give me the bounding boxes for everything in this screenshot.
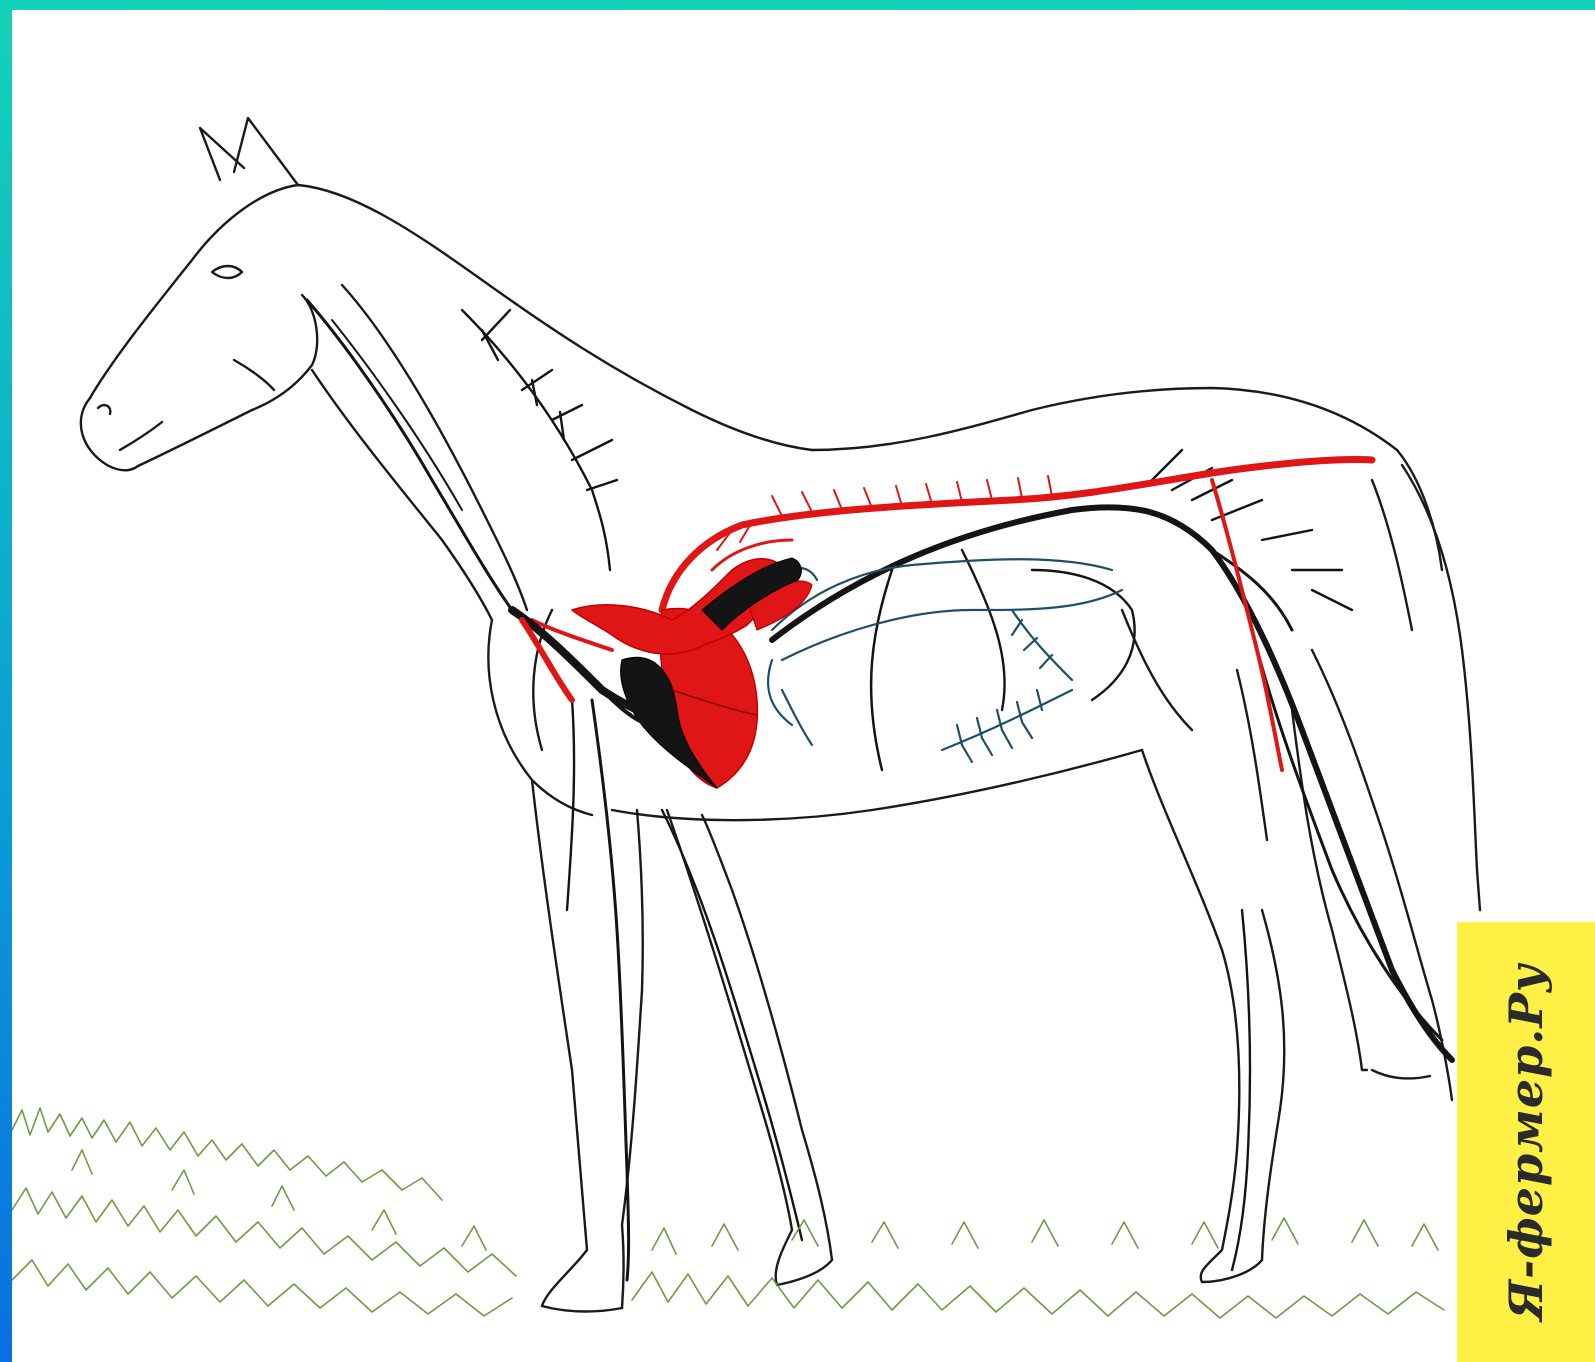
portal-vessels bbox=[768, 559, 1122, 762]
horse-circulatory-diagram bbox=[12, 10, 1595, 1362]
veins bbox=[307, 300, 1452, 1280]
diagram-canvas: Я-фермер.Ру bbox=[12, 10, 1595, 1362]
heart-icon bbox=[512, 558, 812, 788]
watermark-text: Я-фермер.Ру bbox=[1499, 964, 1553, 1321]
watermark-badge: Я-фермер.Ру bbox=[1457, 922, 1595, 1362]
